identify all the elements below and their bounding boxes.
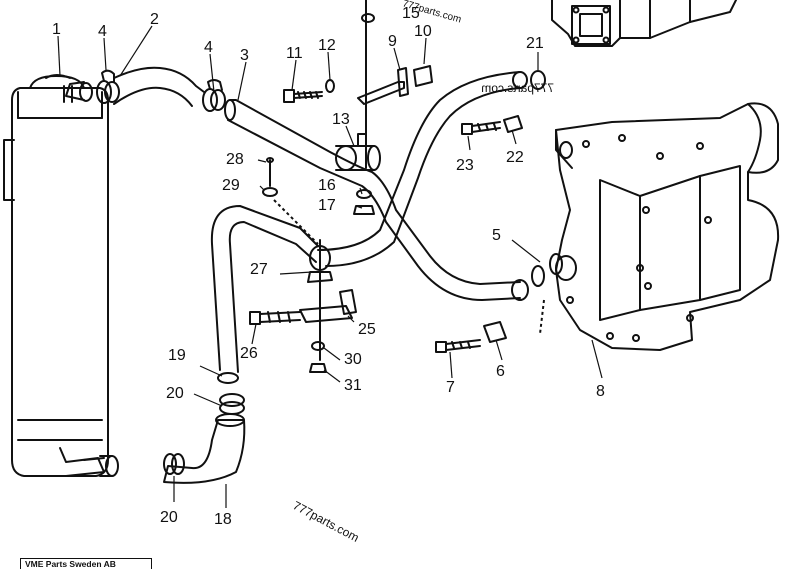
callout-numbers: 1 2 3 4 4 5 6 7 8 9 10 11 12 13 15 16 17… xyxy=(52,5,605,528)
callout-8: 8 xyxy=(596,383,605,400)
callout-16: 16 xyxy=(318,177,336,194)
callout-5: 5 xyxy=(492,227,501,244)
callout-11: 11 xyxy=(286,45,303,62)
hose-19 xyxy=(99,205,319,484)
exhaust-manifold xyxy=(549,102,780,351)
clamp-13 xyxy=(335,133,381,171)
callout-3: 3 xyxy=(240,47,249,64)
upper-hose-2 xyxy=(79,66,226,112)
leader-lines xyxy=(57,25,603,508)
oil-cooler xyxy=(3,74,109,477)
callout-19: 19 xyxy=(168,347,186,364)
bolt-23-group xyxy=(461,115,523,135)
callout-17: 17 xyxy=(318,197,336,214)
callout-7: 7 xyxy=(446,379,455,396)
callout-25: 25 xyxy=(358,321,376,338)
callout-1: 1 xyxy=(52,21,61,38)
top-manifold-part xyxy=(551,0,737,47)
footer-label: VME Parts Sweden AB xyxy=(20,558,152,569)
callout-4-left: 4 xyxy=(98,23,107,40)
callout-21: 21 xyxy=(526,35,544,52)
watermark-right: 777parts.com xyxy=(481,81,554,95)
callout-13: 13 xyxy=(332,111,350,128)
callout-4-right: 4 xyxy=(204,39,213,56)
callout-6: 6 xyxy=(496,363,505,380)
callout-26: 26 xyxy=(240,345,258,362)
callout-31: 31 xyxy=(344,377,362,394)
callout-12: 12 xyxy=(318,37,336,54)
callout-29: 29 xyxy=(222,177,240,194)
watermark-bottom: 777parts.com xyxy=(291,498,362,544)
pipe-3 xyxy=(224,99,545,301)
callout-9: 9 xyxy=(388,33,397,50)
callout-20-upper: 20 xyxy=(166,385,184,402)
callout-10: 10 xyxy=(414,23,432,40)
pipe-upper-right xyxy=(317,70,546,267)
clamp-27-group xyxy=(249,239,357,373)
callout-23: 23 xyxy=(456,157,474,174)
callout-22: 22 xyxy=(506,149,524,166)
callout-30: 30 xyxy=(344,351,362,368)
small-parts xyxy=(262,157,375,215)
dashed-guides xyxy=(273,199,545,335)
callout-2: 2 xyxy=(150,11,159,28)
callout-15: 15 xyxy=(402,5,420,22)
clip-6-group xyxy=(435,321,507,353)
callout-28: 28 xyxy=(226,151,244,168)
callout-20-lower: 20 xyxy=(160,509,178,526)
callout-27: 27 xyxy=(250,261,268,278)
callout-18: 18 xyxy=(214,511,232,528)
bolt-11-group xyxy=(283,0,433,169)
